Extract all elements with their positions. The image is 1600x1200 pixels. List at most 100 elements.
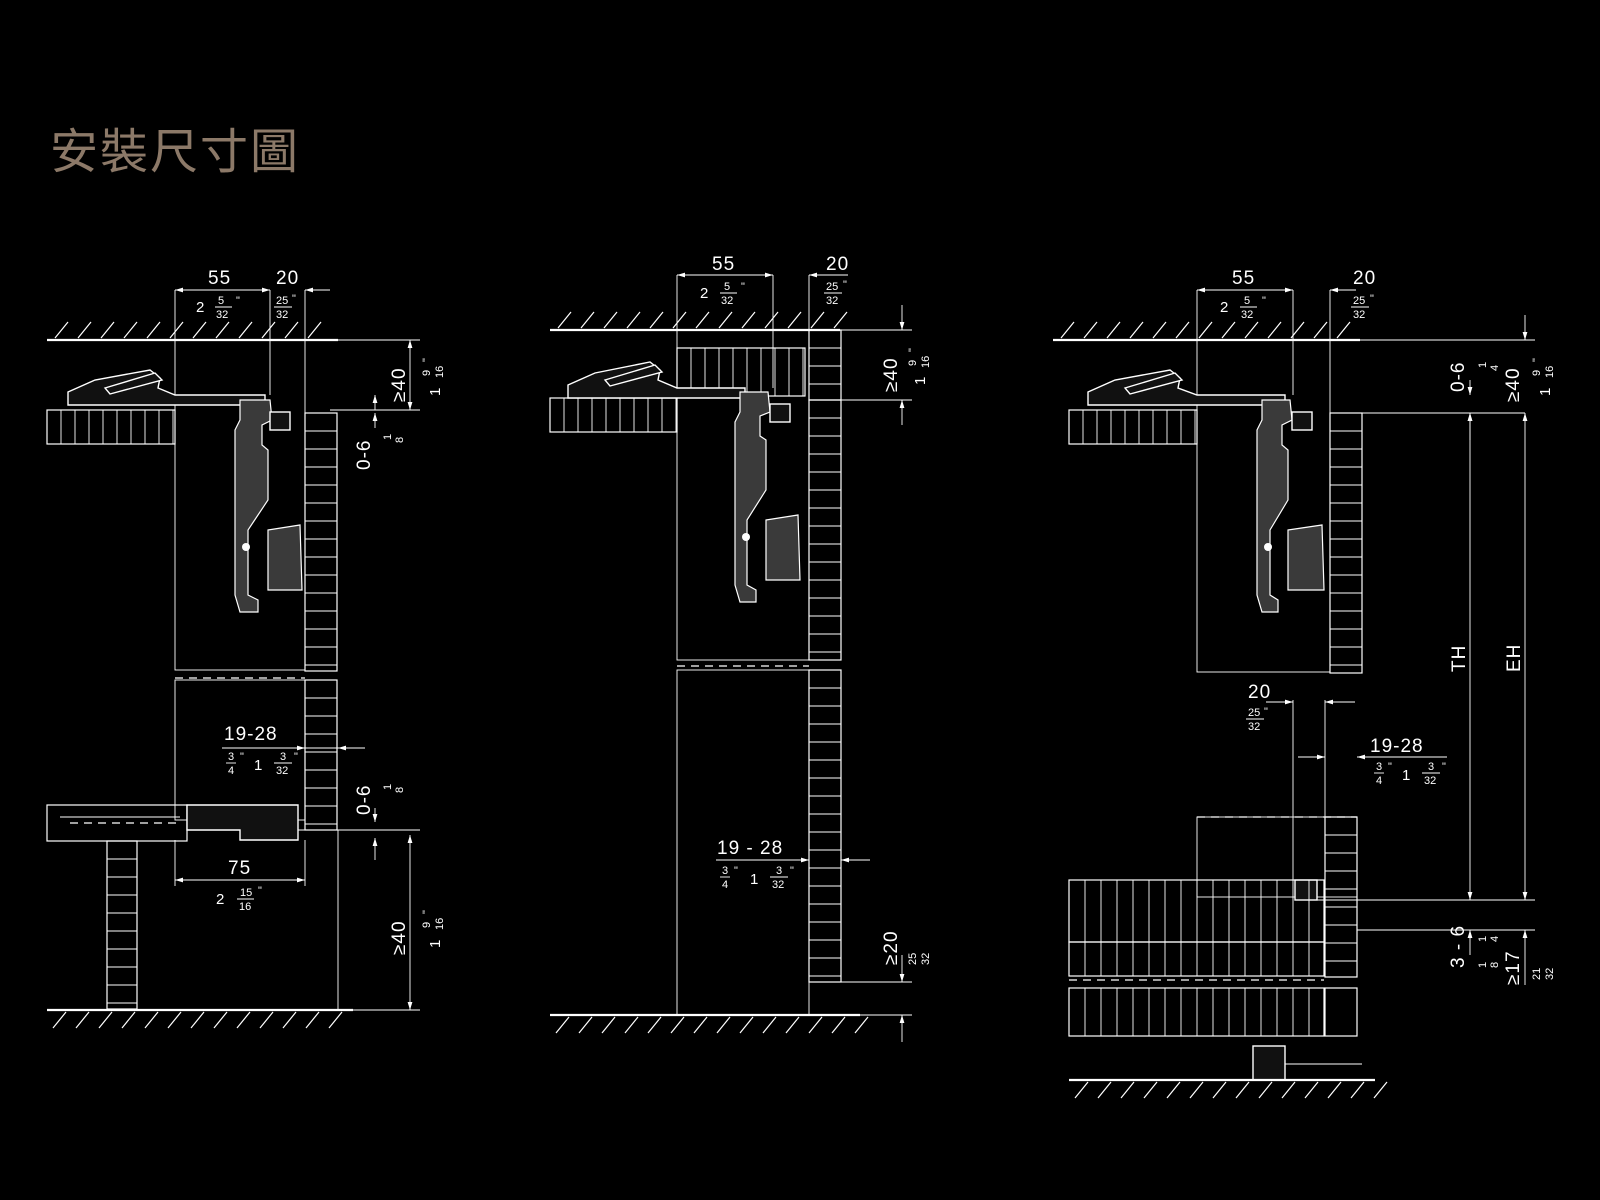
plinth-box-3 (1068, 987, 1325, 1037)
svg-text:≥40: ≥40 (389, 920, 410, 955)
svg-text:32: 32 (276, 309, 288, 321)
svg-text:25: 25 (276, 295, 288, 307)
svg-text:9: 9 (421, 922, 433, 928)
svg-text:32: 32 (721, 295, 733, 307)
svg-text:20: 20 (1353, 268, 1376, 289)
diagram-2: 55 2 5 32 " 20 25 32 " ≥40 1 9 16 " 19 - (549, 254, 932, 1042)
svg-text:32: 32 (826, 295, 838, 307)
shelf-board-3 (1068, 409, 1198, 445)
svg-text:": " (843, 279, 847, 291)
svg-text:9: 9 (1531, 370, 1543, 376)
page-title: 安裝尺寸圖 (50, 124, 301, 180)
svg-text:≥20: ≥20 (881, 930, 902, 965)
svg-text:1: 1 (427, 388, 444, 396)
svg-text:TH: TH (1449, 645, 1470, 672)
svg-text:4: 4 (722, 879, 728, 891)
svg-text:25: 25 (1248, 707, 1260, 719)
diagram-3: 55 2 5 32 " 20 25 32 " 0-6 1 4 ≥40 1 9 1… (1053, 268, 1556, 1099)
svg-text:5: 5 (724, 281, 730, 293)
svg-text:32: 32 (1241, 309, 1253, 321)
svg-text:0-6: 0-6 (354, 440, 375, 470)
leg-1 (106, 840, 138, 1010)
svg-text:1: 1 (1477, 936, 1489, 942)
dim-bottom-height-1: ≥40 1 9 16 " (338, 835, 446, 1011)
front-panel-top-1 (304, 412, 338, 672)
shelf-board-2 (549, 397, 678, 433)
lift-mechanism-2 (567, 361, 801, 603)
svg-text:19-28: 19-28 (224, 724, 278, 745)
base-rail-1 (186, 804, 299, 841)
dim-top-width-3: 55 2 5 32 " 20 25 32 " (1196, 268, 1376, 395)
svg-text:": " (294, 751, 298, 763)
svg-text:16: 16 (239, 901, 251, 913)
svg-text:32: 32 (1544, 968, 1556, 980)
drawer-box-3 (1068, 879, 1325, 943)
svg-text:32: 32 (216, 309, 228, 321)
svg-text:1: 1 (1477, 962, 1489, 968)
drawer-box-lower-3 (1068, 941, 1325, 977)
svg-text:1: 1 (382, 784, 394, 790)
svg-text:20: 20 (276, 268, 299, 289)
svg-text:3: 3 (280, 751, 286, 763)
svg-text:3: 3 (776, 865, 782, 877)
panel-grid-top-1 (305, 430, 337, 666)
front-panel-top-2 (808, 329, 842, 401)
svg-text:8: 8 (394, 437, 406, 443)
svg-text:5: 5 (1244, 295, 1250, 307)
dim-bottom-width-1: 75 2 15 16 " (174, 840, 306, 913)
svg-text:32: 32 (1424, 775, 1436, 787)
foot-3 (1252, 1045, 1286, 1081)
svg-text:2: 2 (216, 891, 224, 908)
svg-text:1: 1 (254, 757, 262, 774)
dim-panel-3: 19-28 3 4 " 1 3 32 " (1298, 736, 1447, 787)
svg-text:": " (258, 885, 262, 897)
svg-text:25: 25 (1353, 295, 1365, 307)
svg-text:": " (734, 865, 738, 877)
drawer-fitting-3 (1294, 879, 1318, 901)
svg-text:9: 9 (421, 370, 433, 376)
svg-text:5: 5 (218, 295, 224, 307)
svg-text:0-6: 0-6 (354, 785, 375, 815)
svg-text:": " (790, 865, 794, 877)
svg-text:1: 1 (1402, 767, 1410, 784)
svg-text:21: 21 (1531, 968, 1543, 980)
svg-text:3: 3 (1376, 761, 1382, 773)
svg-text:2: 2 (1220, 299, 1228, 316)
shelf-board-1 (46, 409, 176, 445)
front-panel-bottom-2 (808, 669, 842, 983)
svg-text:8: 8 (394, 787, 406, 793)
front-panel-bottom-1 (304, 679, 338, 831)
lift-mechanism-3 (1087, 369, 1325, 613)
svg-text:1: 1 (912, 377, 929, 385)
svg-text:20: 20 (826, 254, 849, 275)
svg-text:": " (907, 348, 919, 352)
svg-text:": " (741, 281, 745, 293)
svg-text:32: 32 (772, 879, 784, 891)
plinth-front-3 (1324, 987, 1358, 1037)
svg-text:55: 55 (208, 268, 231, 289)
svg-text:": " (240, 751, 244, 763)
svg-text:": " (1370, 293, 1374, 305)
svg-text:≥17: ≥17 (1503, 950, 1524, 985)
svg-text:": " (421, 358, 433, 362)
svg-text:1: 1 (1537, 388, 1554, 396)
svg-text:16: 16 (434, 366, 446, 378)
svg-text:55: 55 (1232, 268, 1255, 289)
dim-panel-1: 19-28 3 4 " 1 3 32 " (222, 724, 365, 777)
lift-mechanism-1 (67, 369, 303, 613)
svg-text:": " (1442, 761, 1446, 773)
dim-bottom-clear-1: 0-6 1 8 (298, 784, 420, 860)
dim-top-width-1: 55 2 5 32 " 20 25 32 " (174, 268, 330, 395)
dim-top-height-3: ≥40 1 9 16 " (1360, 315, 1556, 402)
dim-bottom-height-2: ≥20 25 32 (841, 930, 932, 1042)
svg-text:": " (1264, 706, 1268, 718)
front-panel-top-3 (1329, 412, 1363, 674)
svg-text:3 - 6: 3 - 6 (1448, 925, 1469, 968)
svg-text:": " (236, 295, 240, 307)
shelf-grid-1 (60, 410, 174, 444)
svg-text:1: 1 (1477, 362, 1489, 368)
svg-text:3: 3 (722, 865, 728, 877)
svg-text:32: 32 (276, 765, 288, 777)
svg-text:16: 16 (1544, 366, 1556, 378)
svg-text:20: 20 (1248, 682, 1271, 703)
